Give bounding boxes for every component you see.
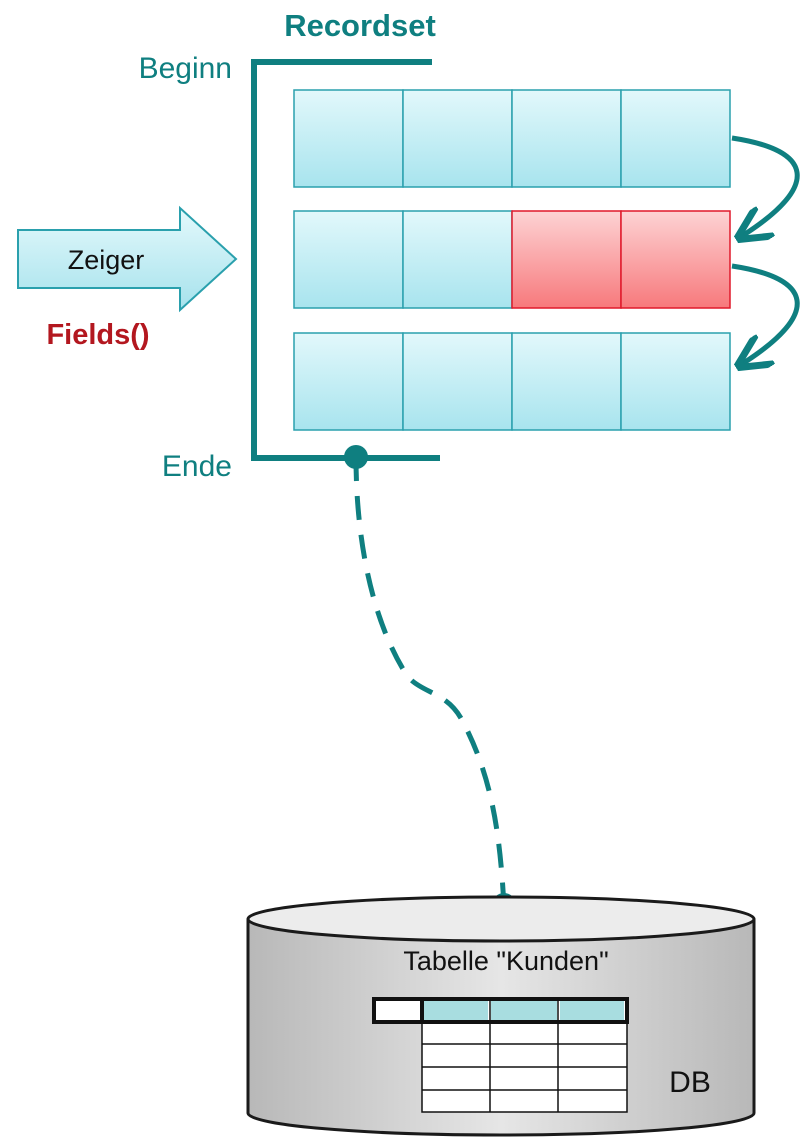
field-cell (511, 89, 622, 188)
record-row (293, 89, 731, 188)
record-row (293, 210, 731, 309)
field-cell (402, 89, 513, 188)
begin-label: Beginn (139, 52, 232, 85)
kunden-table (372, 997, 629, 1113)
pointer-arrow (17, 205, 238, 313)
next-record-arrow-2 (732, 263, 800, 364)
current-field-cell (620, 210, 731, 309)
field-cell (402, 332, 513, 431)
record-row (293, 332, 731, 431)
connection-dot-top (344, 445, 368, 469)
db-label: DB (669, 1066, 711, 1099)
field-cell (511, 332, 622, 431)
field-cell (620, 89, 731, 188)
field-cell (293, 332, 404, 431)
recordset-rows (293, 89, 731, 431)
field-cell (402, 210, 513, 309)
table-label: Tabelle "Kunden" (403, 946, 608, 976)
field-cell (620, 332, 731, 431)
pointer-label: Zeiger (68, 245, 145, 275)
field-cell (293, 89, 404, 188)
field-cell (293, 210, 404, 309)
next-record-arrow-1 (732, 135, 800, 236)
connection-line (353, 456, 507, 906)
current-field-cell (511, 210, 622, 309)
fields-label: Fields() (46, 319, 149, 351)
recordset-title: Recordset (284, 8, 436, 43)
end-label: Ende (162, 450, 232, 483)
